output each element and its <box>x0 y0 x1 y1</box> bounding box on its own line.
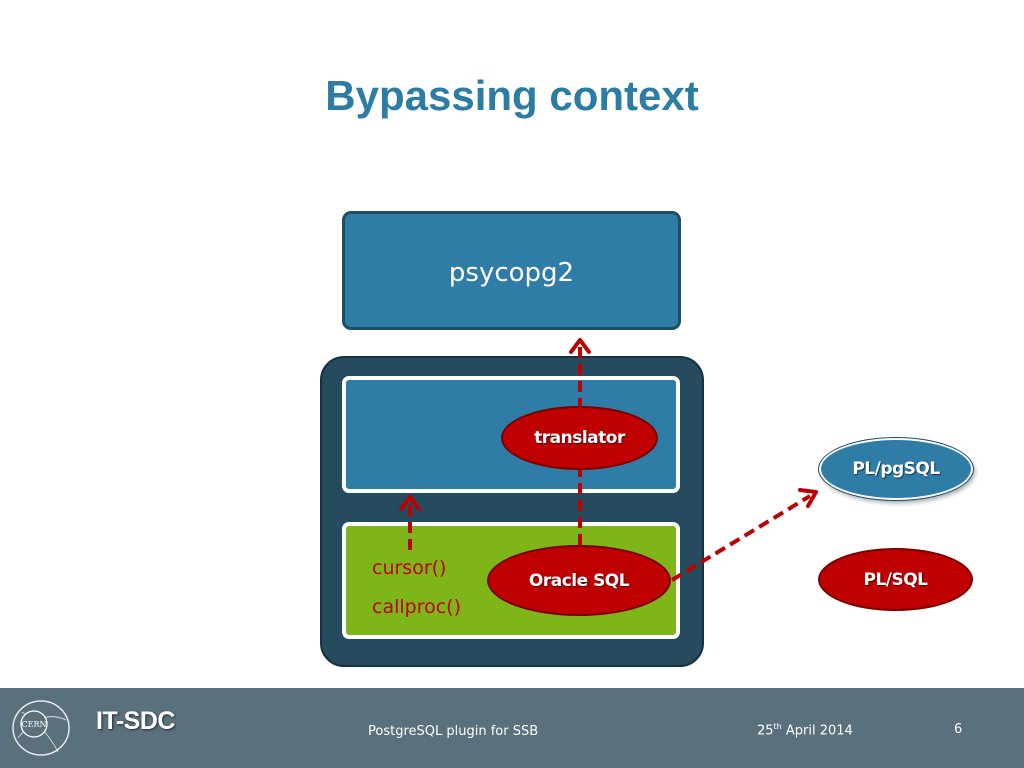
oracle-to-plpgsql-arrow <box>670 494 812 582</box>
presentation-title: PostgreSQL plugin for SSB <box>368 724 539 739</box>
date-day: 25 <box>757 723 774 739</box>
plsql-ellipse: PL/SQL <box>818 548 973 611</box>
slide-footer: CERN IT-SDC PostgreSQL plugin for SSB 25… <box>0 688 1024 768</box>
cursor-label: cursor() <box>372 557 447 579</box>
translator-ellipse: translator <box>501 406 658 470</box>
arrowhead-up-psycopg <box>569 338 591 354</box>
oracle-sql-ellipse: Oracle SQL <box>487 545 671 616</box>
callproc-label: callproc() <box>372 596 461 618</box>
slide-title: Bypassing context <box>325 72 699 119</box>
arrowhead-up-cursor <box>399 495 421 511</box>
plpgsql-label: PL/pgSQL <box>852 459 940 479</box>
arrowhead-plpgsql <box>798 488 818 508</box>
oracle-sql-label: Oracle SQL <box>528 570 630 591</box>
presentation-date: 25th April 2014 <box>757 722 853 738</box>
it-sdc-brand: IT-SDC <box>96 707 175 735</box>
cern-logo-text: CERN <box>22 720 47 729</box>
plsql-label: PL/SQL <box>863 569 928 590</box>
plpgsql-ellipse: PL/pgSQL <box>819 438 973 500</box>
translator-label: translator <box>534 428 625 448</box>
cern-logo-icon: CERN <box>12 700 70 756</box>
psycopg2-label: psycopg2 <box>448 258 575 288</box>
date-suffix: th <box>773 722 782 731</box>
date-rest: April 2014 <box>781 723 853 739</box>
page-number: 6 <box>954 722 963 737</box>
psycopg2-box: psycopg2 <box>342 211 681 330</box>
